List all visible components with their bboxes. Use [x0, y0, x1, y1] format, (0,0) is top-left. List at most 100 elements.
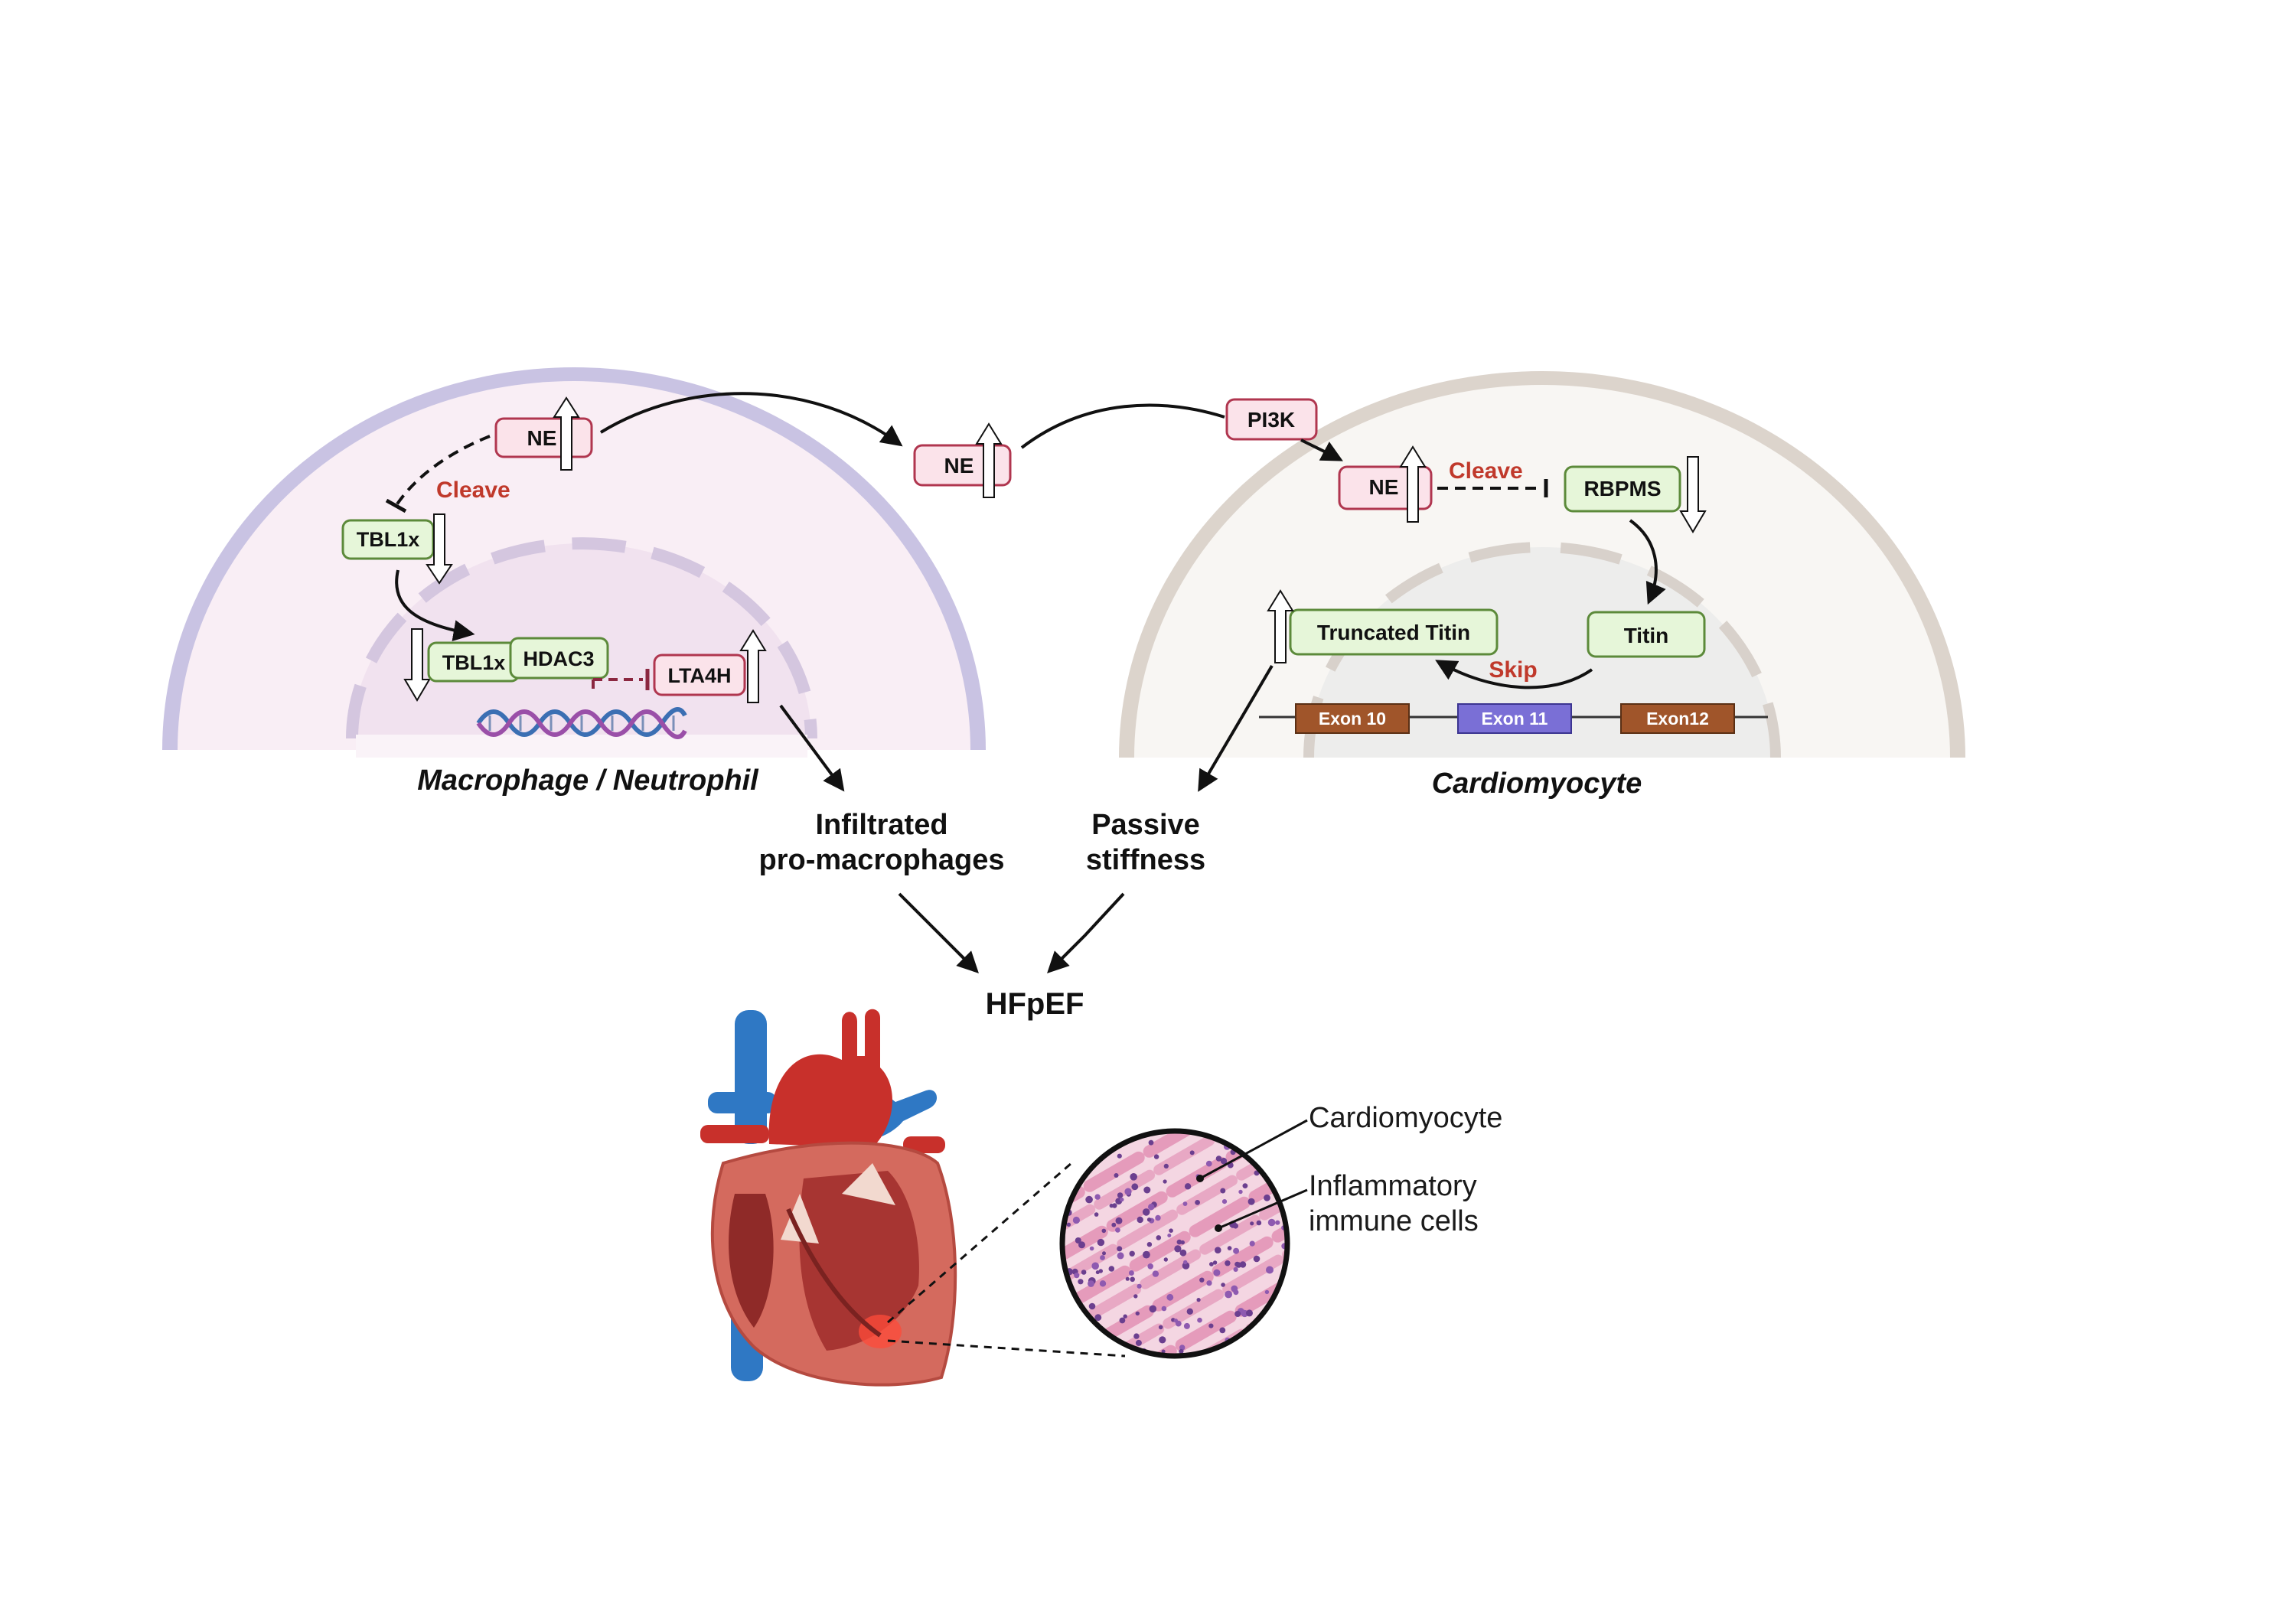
immune-cell-dot: [1159, 1336, 1166, 1344]
immune-cell-dot: [1108, 1266, 1115, 1272]
aortic-arch: [768, 1009, 893, 1148]
immune-cell-dot: [1102, 1251, 1106, 1256]
immune-cell-dot: [1130, 1276, 1135, 1283]
titin-node: Titin: [1587, 611, 1706, 658]
immune-cell-dot: [1146, 1217, 1152, 1222]
immune-cell-dot: [1264, 1289, 1270, 1295]
immune-cell-dot: [1156, 1235, 1162, 1240]
lta4h-node: LTA4H: [653, 629, 767, 703]
immune-cell-dot: [1112, 1203, 1117, 1208]
passive-line1: Passive: [1091, 809, 1200, 841]
heart-septum: [786, 1208, 882, 1338]
immune-cell-dot: [1169, 1228, 1173, 1233]
exon-12-box: [1620, 703, 1735, 734]
immune-cell-dot: [1213, 1269, 1221, 1276]
exon-12-label: Exon12: [1646, 709, 1709, 729]
heart-chamber-left: [729, 1194, 774, 1328]
macrophage-ne-label: NE: [527, 426, 557, 450]
immune-cell-dot: [1186, 1308, 1194, 1315]
immune-cell-dot: [1158, 1325, 1163, 1330]
rbpms-label: RBPMS: [1583, 477, 1661, 500]
heart-valve-left: [781, 1194, 819, 1244]
immune-cell-dot: [1120, 1197, 1124, 1202]
immune-cell-dot: [1225, 1260, 1231, 1266]
macrophage-tbl1x-label: TBL1x: [357, 528, 420, 551]
immune-cell-dot: [1161, 1349, 1166, 1354]
immune-cell-dot: [1146, 1242, 1153, 1247]
hdac3-inhibits-lta4h: [592, 678, 643, 689]
immune-cell-dot: [1117, 1252, 1124, 1260]
truncated-titin-node: Truncated Titin: [1267, 589, 1499, 663]
immune-cell-dot: [1256, 1220, 1262, 1226]
immune-cell-dot: [1197, 1317, 1202, 1323]
immune-cell-dot: [1091, 1262, 1099, 1270]
immune-cell-dot: [1074, 1273, 1080, 1279]
complex-tbl1x-node: TBL1x: [427, 641, 520, 683]
immune-cell-dot: [1124, 1188, 1132, 1195]
cardio-ne-up-arrow-icon: [1399, 445, 1427, 523]
immune-cell-dot: [1094, 1212, 1099, 1217]
skip-label: Skip: [1489, 657, 1537, 683]
immune-cell-dot: [1182, 1201, 1188, 1206]
pi3k-label: PI3K: [1247, 408, 1295, 432]
immune-cell-dot: [1078, 1241, 1085, 1249]
complex-hdac3-node: HDAC3: [509, 637, 609, 680]
immune-cell-dot: [1163, 1179, 1167, 1184]
right-branch-vessel: [708, 1092, 777, 1113]
macrophage-cell: [162, 367, 986, 758]
immune-cell-dot: [1174, 1245, 1182, 1253]
inflammatory-pointer: [1218, 1188, 1308, 1230]
lta4h-to-infiltrated-arrow: [779, 704, 845, 792]
immune-cell-dot: [1142, 1208, 1150, 1216]
immune-cell-dot: [1163, 1257, 1169, 1262]
macrophage-ne-inhibits-tbl1x: [395, 435, 491, 507]
immune-cell-dot: [1143, 1250, 1150, 1259]
immune-cell-dot: [1208, 1323, 1214, 1328]
immune-cell-dot: [1242, 1183, 1248, 1188]
rbpms-down-arrow-icon: [1679, 456, 1707, 533]
rbpms-node: RBPMS: [1564, 456, 1707, 533]
left-red-branch: [700, 1125, 769, 1143]
immune-cell-dot: [1253, 1255, 1261, 1263]
macrophage-nuclear-envelope: [346, 537, 817, 739]
immune-cell-dot: [1152, 1270, 1159, 1277]
immune-cell-dot: [1115, 1217, 1123, 1224]
cardiomyocyte-nuclear-envelope: [1303, 542, 1781, 758]
immune-cell-dot: [1114, 1173, 1119, 1178]
hfpef-label: HFpEF: [986, 987, 1084, 1021]
immune-cell-dot: [1147, 1263, 1153, 1270]
cardiomyocyte-pointer-dot: [1196, 1175, 1204, 1182]
immune-cell-dot: [1135, 1339, 1142, 1346]
immune-cell-dot: [1130, 1173, 1137, 1181]
immune-cell-dot: [1131, 1183, 1139, 1191]
heart-chamber-right: [799, 1171, 919, 1351]
cardio-ne-label: NE: [1369, 475, 1399, 499]
immune-cell-dot: [1173, 1319, 1179, 1323]
right-red-branch: [903, 1136, 945, 1153]
immune-cell-dot: [1075, 1237, 1081, 1244]
cardiomyocyte-caption: Cardiomyocyte: [1432, 768, 1642, 800]
immune-cell-dot: [1267, 1218, 1276, 1227]
immune-cell-dot: [1117, 1153, 1122, 1159]
immune-cell-dot: [1135, 1311, 1140, 1316]
macrophage-ne-to-extracellular-arrow: [599, 392, 903, 447]
immune-cell-dot: [1179, 1348, 1184, 1354]
immune-cell-dot: [1234, 1261, 1240, 1267]
cardiomyocyte-pointer: [1199, 1119, 1308, 1180]
immune-cell-dot: [1264, 1194, 1270, 1201]
immune-cell-dot: [1148, 1204, 1155, 1211]
immune-cell-dot: [1221, 1199, 1228, 1204]
macrophage-cleave-label: Cleave: [436, 478, 510, 503]
immune-cell-dot: [1097, 1238, 1105, 1247]
rbpms-to-titin-arrow: [1629, 519, 1666, 605]
immune-cell-dot: [1085, 1195, 1093, 1204]
immune-cell-dot: [1133, 1294, 1138, 1299]
immune-cell-dot: [1215, 1156, 1222, 1162]
titin-label: Titin: [1624, 624, 1669, 647]
immune-cell-dot: [1167, 1234, 1172, 1237]
immune-cell-dot: [1249, 1240, 1255, 1247]
inflammatory-pointer-dot: [1215, 1224, 1222, 1232]
extracellular-ne-to-pi3k-arrow: [1020, 403, 1225, 449]
immune-cell-dot: [1143, 1186, 1151, 1194]
